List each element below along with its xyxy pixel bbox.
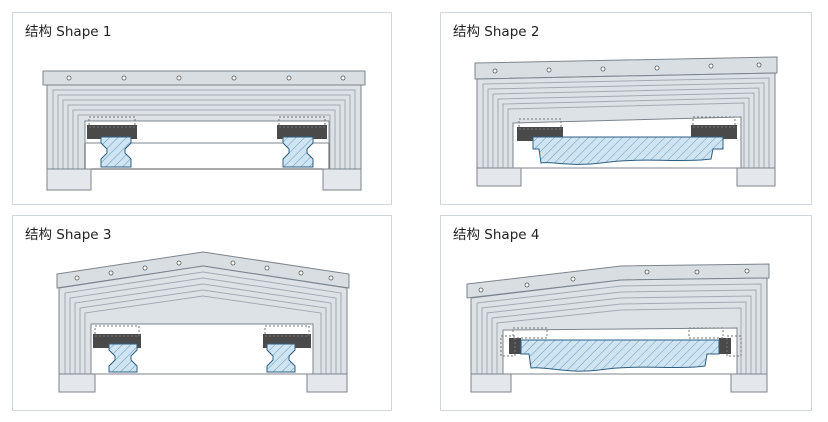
fold-lines <box>64 271 342 392</box>
right-foot <box>322 168 362 191</box>
shape-1-diagram <box>42 70 366 191</box>
guide-table <box>520 339 720 372</box>
left-rail <box>100 136 132 168</box>
panel-title: 结构 Shape 1 <box>25 24 112 40</box>
screw-holes <box>66 75 346 81</box>
left-foot <box>46 168 92 191</box>
shape-3-panel: 结构 Shape 3 <box>12 215 392 411</box>
fold-lines <box>52 89 356 190</box>
shape-4-panel: 结构 Shape 4 <box>440 215 812 411</box>
shape-2-panel: 结构 Shape 2 <box>440 12 812 205</box>
left-rail <box>108 343 138 373</box>
top-plate <box>466 263 770 299</box>
right-side-outline <box>726 335 742 357</box>
left-block-outline <box>512 327 548 339</box>
right-foot <box>306 373 348 393</box>
right-block-outline <box>692 116 736 128</box>
right-block-outline <box>688 327 724 339</box>
left-block-outline <box>94 325 140 337</box>
left-foot <box>476 167 522 187</box>
inner-bay <box>84 120 330 144</box>
panel-title: 结构 Shape 4 <box>453 227 540 243</box>
shape-4-diagram <box>466 263 770 393</box>
shape-3-diagram <box>56 251 350 393</box>
panel-title: 结构 Shape 3 <box>25 227 112 243</box>
left-block-outline <box>518 118 562 130</box>
panel-title: 结构 Shape 2 <box>453 24 540 40</box>
right-rail <box>282 136 314 168</box>
left-side-outline <box>500 335 516 357</box>
right-seal <box>719 338 731 354</box>
shape-1-panel: 结构 Shape 1 <box>12 12 392 205</box>
screw-holes <box>478 268 750 293</box>
right-rail <box>266 343 296 373</box>
right-foot <box>736 167 776 187</box>
right-seal <box>277 125 327 139</box>
left-seal <box>87 125 137 139</box>
left-foot <box>470 373 512 393</box>
right-seal <box>691 125 737 139</box>
top-plate <box>474 56 778 80</box>
right-foot <box>730 373 768 393</box>
guide-table <box>532 136 724 165</box>
top-plate <box>56 251 350 289</box>
right-block-outline <box>264 325 310 337</box>
top-plate <box>42 70 366 86</box>
shape-2-diagram <box>474 56 778 187</box>
screw-holes <box>492 62 762 74</box>
screw-holes <box>74 260 334 281</box>
left-foot <box>58 373 96 393</box>
fold-lines <box>482 77 770 186</box>
